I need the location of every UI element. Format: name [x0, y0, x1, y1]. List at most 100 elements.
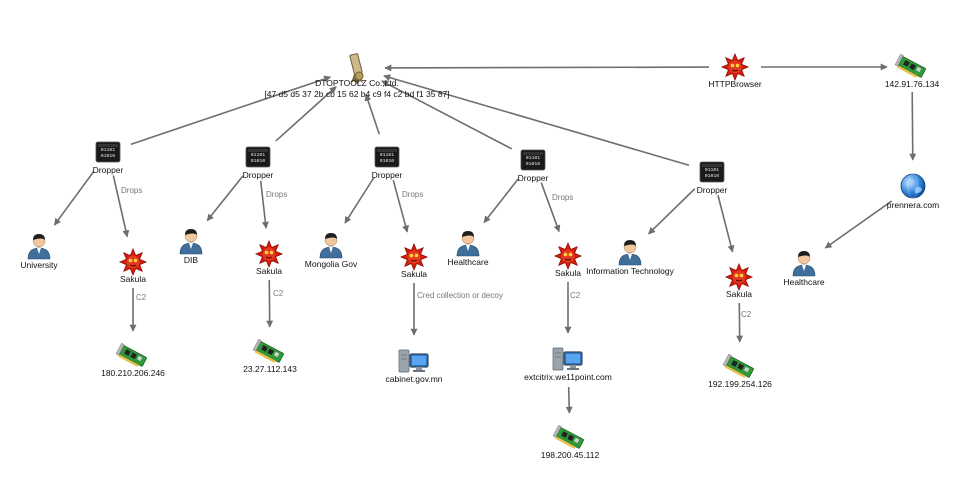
node-extcitrix[interactable]: extcitrix.we11point.com — [524, 347, 612, 382]
edge-label: Cred collection or decoy — [417, 291, 503, 300]
node-label: 142.91.76.134 — [885, 79, 940, 89]
svg-text:01010: 01010 — [101, 153, 116, 159]
node-ip_23[interactable]: 23.27.112.143 — [243, 338, 297, 374]
edge-d5-cert — [383, 74, 690, 167]
edge-label: Drops — [121, 186, 142, 195]
node-it[interactable]: Information Technology — [586, 240, 675, 276]
edge-label: C2 — [570, 291, 581, 300]
edge-label: Drops — [266, 190, 287, 199]
svg-text:01101: 01101 — [380, 152, 395, 158]
network-card-icon — [115, 342, 147, 367]
node-label: Healthcare — [447, 257, 488, 267]
person-icon — [27, 234, 51, 260]
node-label: Sakula — [120, 274, 146, 284]
node-s5[interactable]: Sakula — [724, 262, 754, 299]
edge-d5-s5 — [717, 195, 735, 253]
node-label: Dropper — [372, 170, 403, 180]
node-ip_192[interactable]: 192.199.254.126 — [708, 353, 772, 389]
node-s3[interactable]: Sakula — [399, 242, 429, 279]
node-mongolia[interactable]: Mongolia Gov — [305, 233, 358, 269]
malware-icon — [399, 242, 429, 272]
node-label: Healthcare — [783, 277, 824, 287]
malware-icon — [720, 52, 750, 82]
node-cert[interactable]: DTOPTOOLZ Co.,Ltd.[47 d5 d5 37 2b cb 15 … — [264, 53, 450, 99]
node-label: Dropper — [518, 173, 549, 183]
network-card-icon — [722, 353, 754, 378]
node-s2[interactable]: Sakula — [254, 239, 284, 276]
edge-d4-s4 — [540, 182, 561, 233]
svg-text:01010: 01010 — [251, 158, 266, 164]
svg-text:01101: 01101 — [101, 147, 116, 153]
edge-label: Drops — [552, 193, 573, 202]
malware-icon — [118, 247, 148, 277]
node-label: Information Technology — [586, 266, 674, 276]
node-label: cabinet.gov.mn — [385, 374, 442, 384]
network-card-icon — [894, 53, 926, 78]
network-card-icon — [252, 338, 284, 363]
node-label: Dropper — [93, 165, 124, 175]
edge-d1-s1 — [112, 175, 130, 238]
edge-d2-cert — [275, 86, 337, 142]
certificate-icon — [349, 53, 364, 84]
person-icon — [179, 229, 203, 255]
node-label: HTTPBrowser — [708, 79, 762, 89]
node-ip_180[interactable]: 180.210.206.246 — [101, 342, 165, 378]
node-prennera[interactable]: prennera.com — [887, 173, 939, 210]
node-label: 192.199.254.126 — [708, 379, 772, 389]
svg-text:01010: 01010 — [380, 158, 395, 164]
edge-ip_142-prennera — [909, 91, 917, 161]
node-label: University — [20, 260, 58, 270]
server-icon — [552, 347, 583, 371]
malware-icon — [724, 262, 754, 292]
node-hc3[interactable]: Healthcare — [783, 251, 825, 287]
node-label: 198.200.45.112 — [541, 450, 600, 460]
node-hc1[interactable]: Healthcare — [447, 231, 489, 267]
svg-text:01101: 01101 — [251, 152, 266, 158]
svg-text:01010: 01010 — [705, 173, 720, 179]
node-label: 23.27.112.143 — [243, 364, 297, 374]
edge-prennera-hc3 — [824, 200, 893, 249]
globe-icon — [900, 173, 926, 199]
node-cabinet[interactable]: cabinet.gov.mn — [385, 349, 443, 384]
person-icon — [792, 251, 816, 277]
node-ip_198[interactable]: 198.200.45.112 — [541, 424, 600, 460]
node-univ[interactable]: University — [20, 234, 58, 270]
network-card-icon — [552, 424, 584, 449]
node-httpb[interactable]: HTTPBrowser — [708, 52, 762, 89]
node-ip_142[interactable]: 142.91.76.134 — [885, 53, 940, 89]
node-label: extcitrix.we11point.com — [524, 372, 612, 382]
svg-text:01101: 01101 — [705, 167, 720, 173]
edge-label: Drops — [402, 190, 423, 199]
node-label: prennera.com — [887, 200, 939, 210]
person-icon — [319, 233, 343, 259]
node-label: Dropper — [243, 170, 274, 180]
node-label: Mongolia Gov — [305, 259, 358, 269]
node-label: DIB — [184, 255, 199, 265]
node-label: Sakula — [555, 268, 581, 278]
edge-d1-cert — [130, 75, 332, 146]
node-label: Sakula — [401, 269, 427, 279]
node-label: Sakula — [256, 266, 282, 276]
node-s4[interactable]: Sakula — [553, 241, 583, 278]
edge-label: C2 — [136, 293, 147, 302]
person-icon — [456, 231, 480, 257]
edge-d1-univ — [53, 170, 95, 226]
edge-d4-hc1 — [483, 178, 519, 224]
edge-d3-s3 — [392, 179, 409, 233]
node-s1[interactable]: Sakula — [118, 247, 148, 284]
node-label: Dropper — [697, 185, 728, 195]
server-icon — [398, 349, 429, 373]
node-label: DTOPTOOLZ Co.,Ltd. — [315, 78, 399, 88]
edge-extcitrix-ip_198 — [565, 386, 573, 414]
node-dib[interactable]: DIB — [179, 229, 203, 265]
